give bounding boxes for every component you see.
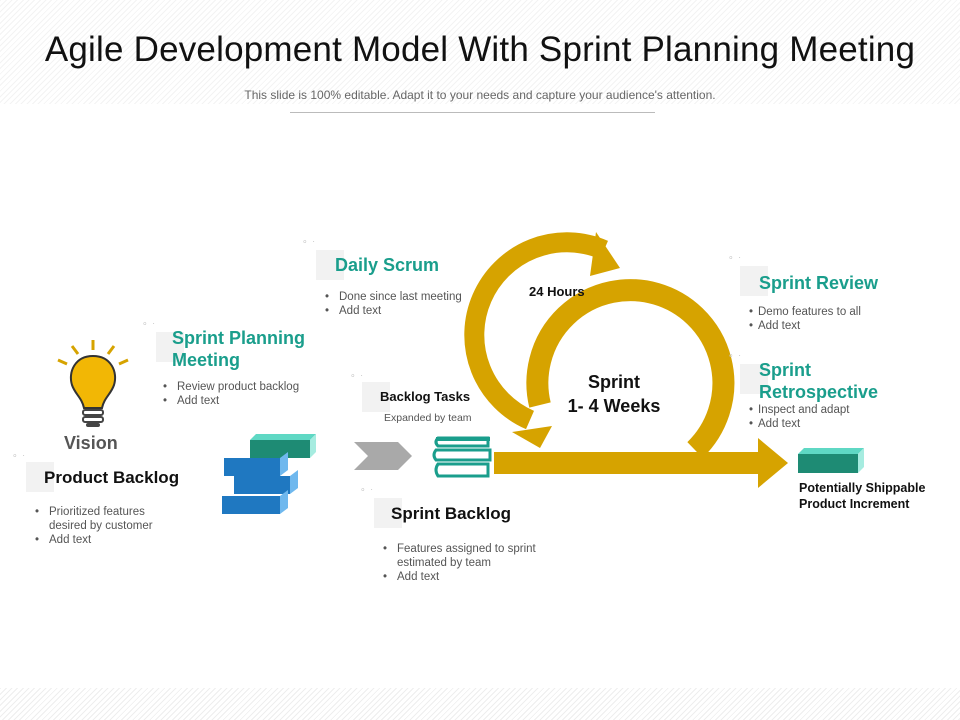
sprint-review-title: Sprint Review (759, 273, 879, 293)
cycle-arrow-icon (464, 232, 788, 488)
decor-dots-icon: ∘ · (142, 318, 157, 328)
list-item: Add text (325, 304, 485, 318)
decor-bubble (156, 332, 184, 362)
decor-bubble (740, 266, 768, 296)
sprint-planning-bullets: Review product backlog Add text (163, 380, 323, 408)
list-item: Prioritized features desired by customer (35, 505, 185, 533)
decor-dots-icon: ∘ · (12, 450, 27, 460)
decor-bubble (362, 382, 390, 412)
list-item: Add text (749, 319, 899, 333)
title-divider (290, 112, 655, 113)
backlog-tasks-caption: Expanded by team (384, 412, 472, 424)
list-item: Demo features to all (749, 305, 899, 319)
sprint-label-line2: 1- 4 Weeks (567, 396, 661, 416)
sprint-planning-title-line1: Sprint Planning (172, 328, 305, 348)
sprint-review-bullets: Demo features to all Add text (749, 305, 899, 333)
page-title: Agile Development Model With Sprint Plan… (44, 30, 916, 69)
sprint-backlog-title: Sprint Backlog (391, 504, 511, 523)
increment-label-line2: Product Increment (799, 497, 910, 511)
sprint-retrospective-title: Sprint Retrospective (759, 359, 878, 403)
sprint-planning-title-line2: Meeting (172, 350, 241, 370)
decor-dots-icon: ∘ · (302, 236, 317, 246)
sprint-retrospective-title-line1: Sprint (759, 360, 811, 380)
sprint-duration-label: Sprint 1- 4 Weeks (544, 370, 684, 418)
list-item: Review product backlog (163, 380, 323, 394)
list-item: Done since last meeting (325, 290, 485, 304)
decor-bubble (374, 498, 402, 528)
decor-dots-icon: ∘ · (350, 370, 365, 380)
list-item: Add text (383, 570, 558, 584)
sprint-retrospective-title-line2: Retrospective (759, 382, 879, 402)
lightbulb-icon (57, 340, 129, 427)
list-item: Add text (749, 417, 899, 431)
book-stack-icon (432, 436, 492, 478)
page-subtitle: This slide is 100% editable. Adapt it to… (244, 88, 716, 102)
decor-dots-icon: ∘ · (728, 350, 743, 360)
cycle-hours-label: 24 Hours (529, 284, 585, 299)
product-backlog-bullets: Prioritized features desired by customer… (35, 505, 185, 547)
decor-bubble (740, 364, 768, 394)
list-item: Add text (163, 394, 323, 408)
vision-label: Vision (64, 433, 118, 453)
increment-label: Potentially Shippable Product Increment (799, 480, 925, 512)
chevron-arrow-icon (354, 442, 412, 470)
daily-scrum-bullets: Done since last meeting Add text (325, 290, 485, 318)
product-backlog-title: Product Backlog (44, 468, 180, 487)
sprint-backlog-bullets: Features assigned to sprint estimated by… (383, 542, 558, 584)
header-background (0, 0, 960, 104)
increment-label-line1: Potentially Shippable (799, 481, 926, 495)
daily-scrum-title: Daily Scrum (335, 255, 440, 275)
list-item: Add text (35, 533, 185, 547)
list-item: Features assigned to sprint estimated by… (383, 542, 558, 570)
sprint-label-line1: Sprint (588, 372, 640, 392)
decor-bubble (316, 250, 344, 280)
decor-dots-icon: ∘ · (360, 484, 375, 494)
sprint-retrospective-bullets: Inspect and adapt Add text (749, 403, 899, 431)
increment-block-icon (798, 448, 864, 473)
decor-dots-icon: ∘ · (728, 252, 743, 262)
decor-bubble (26, 462, 54, 492)
block-stack-icon (222, 434, 316, 514)
sprint-planning-title: Sprint Planning Meeting (172, 327, 305, 371)
backlog-tasks-title: Backlog Tasks (380, 389, 471, 404)
list-item: Inspect and adapt (749, 403, 899, 417)
footer-background (0, 688, 960, 720)
